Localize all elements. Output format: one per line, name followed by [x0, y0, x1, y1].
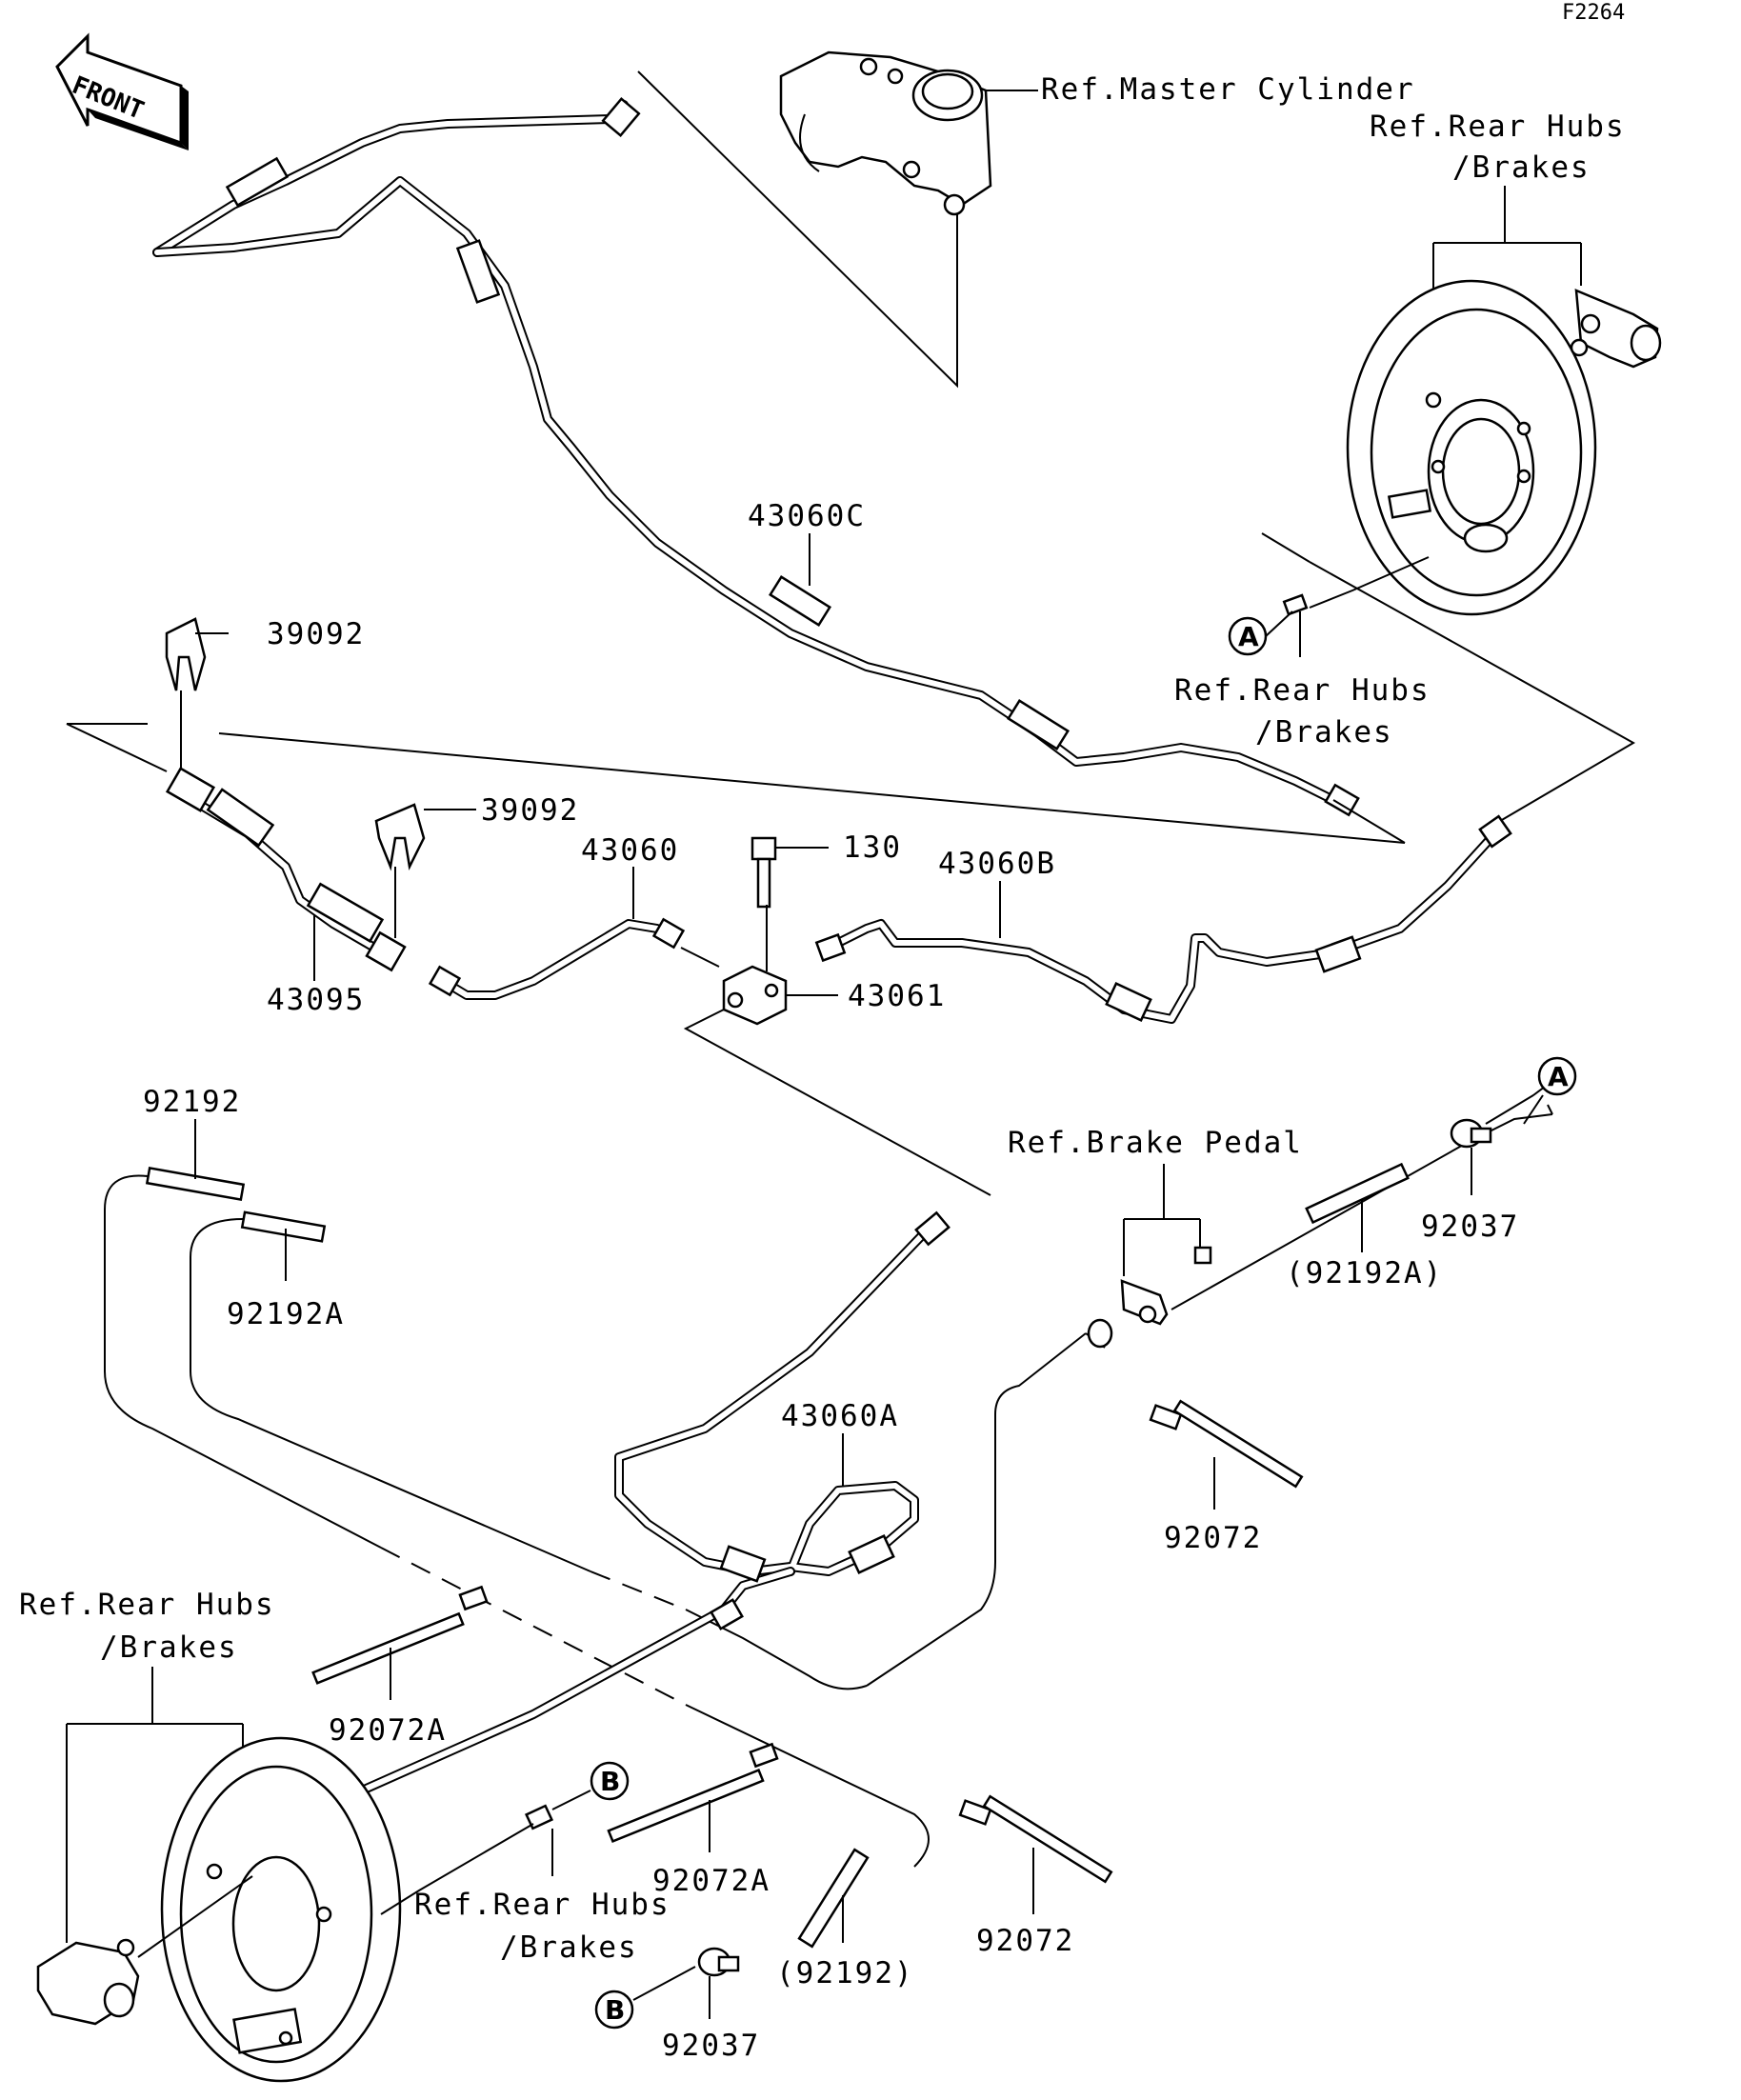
left-wheel-cylinder-icon [36, 1938, 140, 2026]
connector-fitting-b-icon [524, 1804, 554, 1830]
part-92037-a-label: 92037 [1421, 1210, 1519, 1244]
clip-39092-b-icon [374, 803, 426, 871]
connector-fitting-a-icon [1282, 593, 1309, 616]
part-92192-paren-label: (92192) [776, 1956, 914, 1990]
pipe-43060C [152, 97, 1360, 817]
front-arrow-icon: FRONT [55, 32, 189, 150]
tube-92192-paren-icon [797, 1848, 870, 1949]
bolt-130-icon [750, 836, 777, 909]
pipe-43060A [357, 1210, 951, 1795]
part-43060B-label: 43060B [938, 847, 1056, 881]
ref-brake-pedal-label: Ref.Brake Pedal [1008, 1126, 1303, 1160]
marker-b-top [590, 1761, 630, 1801]
pipe-43060B [814, 814, 1512, 1024]
marker-a-top-label: A [1238, 621, 1259, 652]
master-cylinder-icon [779, 50, 992, 216]
ref-rear-hubs-bottom-label-line1: Ref.Rear Hubs [414, 1888, 670, 1922]
tube-92192A-paren-icon [1305, 1162, 1410, 1225]
marker-a-right [1537, 1056, 1577, 1096]
ref-rear-hubs-left-label-line2: /Brakes [100, 1630, 238, 1665]
left-brake-backing-plate-icon [160, 1736, 402, 2083]
ref-rear-hubs-bottom-label-line2: /Brakes [500, 1930, 638, 1965]
pipe-43060 [428, 917, 686, 1000]
cable-tie-92072-a-icon [1149, 1399, 1304, 1489]
ref-rear-hubs-mid-label-line2: /Brakes [1255, 715, 1393, 750]
clip-39092-a-icon [165, 617, 207, 691]
clamp-92037-a-icon [1450, 1118, 1492, 1149]
part-92192A-label: 92192A [227, 1297, 345, 1331]
part-92072-a-label: 92072 [1164, 1521, 1262, 1555]
part-92192-label: 92192 [143, 1085, 241, 1119]
brake-hose-43095-icon [165, 767, 407, 972]
marker-a-right-label: A [1548, 1061, 1569, 1092]
ref-rear-hubs-top-label-line1: Ref.Rear Hubs [1370, 110, 1626, 144]
part-92072-b-label: 92072 [976, 1924, 1074, 1958]
part-39092-b-label: 39092 [481, 793, 579, 828]
cable-tie-92072A-b-icon [607, 1742, 779, 1844]
clamp-92037-b-icon [697, 1947, 740, 1977]
cable-tie-92072-b-icon [958, 1794, 1113, 1884]
figure-code: F2264 [1562, 1, 1625, 25]
tube-92192-icon [145, 1166, 246, 1202]
joint-43061-icon [722, 965, 788, 1026]
part-92037-b-label: 92037 [662, 2029, 760, 2063]
part-92072A-a-label: 92072A [329, 1713, 447, 1748]
part-43060C-label: 43060C [748, 499, 866, 533]
part-130-label: 130 [843, 830, 902, 865]
ref-rear-hubs-mid-label-line1: Ref.Rear Hubs [1174, 673, 1431, 708]
cable-tie-92072A-a-icon [311, 1585, 489, 1685]
ref-master-cylinder-label: Ref.Master Cylinder [1041, 72, 1415, 107]
part-43060-label: 43060 [581, 833, 679, 868]
part-39092-a-label: 39092 [267, 617, 365, 651]
brake-pedal-bracket-icon [1087, 1246, 1212, 1349]
part-92072A-b-label: 92072A [652, 1864, 770, 1898]
marker-b-bottom-label: B [605, 1994, 625, 2026]
marker-b-bottom [594, 1990, 634, 2030]
part-43095-label: 43095 [267, 983, 365, 1017]
part-92192A-paren-label: (92192A) [1286, 1256, 1443, 1290]
ref-rear-hubs-left-label-line1: Ref.Rear Hubs [19, 1588, 275, 1622]
part-43061-label: 43061 [848, 979, 946, 1013]
marker-b-top-label: B [600, 1766, 620, 1797]
ref-rear-hubs-top-label-line2: /Brakes [1452, 150, 1591, 185]
right-wheel-cylinder-icon [1570, 289, 1662, 369]
right-brake-backing-plate-icon [1346, 279, 1597, 616]
tube-92192A-icon [240, 1210, 327, 1243]
part-43060A-label: 43060A [781, 1399, 899, 1433]
